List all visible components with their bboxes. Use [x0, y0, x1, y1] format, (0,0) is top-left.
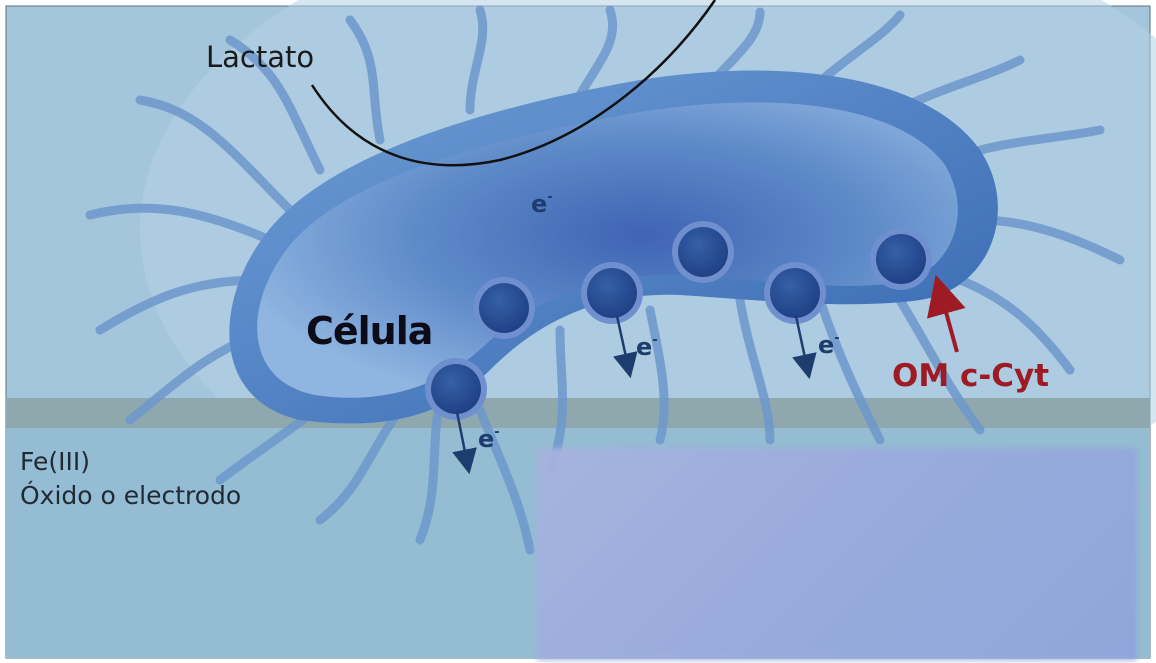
electron-charge: -	[494, 425, 499, 440]
om-c-cyt-label: OM c-Cyt	[892, 358, 1049, 394]
blurred-region	[537, 448, 1137, 660]
electron-charge: -	[834, 331, 839, 346]
electron-label: e-	[531, 190, 553, 218]
electron-label: e-	[636, 333, 658, 361]
electron-charge: -	[547, 190, 552, 205]
cytochrome	[876, 234, 926, 284]
cytochrome	[678, 227, 728, 277]
cytochrome	[479, 283, 529, 333]
cytochrome	[587, 268, 637, 318]
cell-label: Célula	[306, 309, 432, 353]
electron-symbol: e	[636, 333, 652, 361]
electron-symbol: e	[478, 425, 494, 453]
electron-charge: -	[652, 333, 657, 348]
lactato-label: Lactato	[206, 40, 314, 74]
oxide-electrode-label: Óxido o electrodo	[20, 481, 241, 510]
electron-label: e-	[478, 425, 500, 453]
fe-iii-label: Fe(III)	[20, 447, 90, 476]
cytochrome	[770, 268, 820, 318]
cytochrome	[431, 364, 481, 414]
electron-symbol: e	[531, 190, 547, 218]
electron-label: e-	[818, 331, 840, 359]
electron-symbol: e	[818, 331, 834, 359]
